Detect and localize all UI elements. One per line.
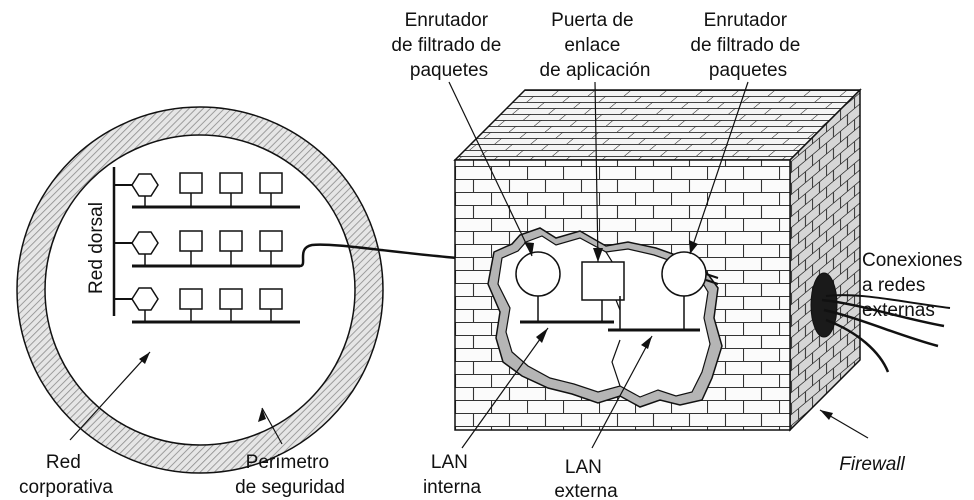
application-gateway-label: Puerta de enlace de aplicación (540, 10, 651, 81)
outer-lan (608, 251, 719, 332)
leader-lines (69, 81, 869, 449)
corporate-uplink-cable (299, 243, 521, 268)
external-cables (821, 294, 951, 373)
host-box-icon (219, 172, 243, 194)
host-box-icon (179, 288, 203, 310)
host-box-icon (219, 288, 243, 310)
router-external-lines (705, 273, 719, 285)
lan-segment-3 (114, 287, 300, 324)
arrowhead-icon (593, 248, 603, 262)
application-gateway-icon (581, 261, 625, 301)
external-connections-label: Conexiones a redes externas (862, 250, 968, 321)
arrowhead-icon (641, 336, 652, 349)
inner-lan (515, 251, 614, 324)
host-box-icon (179, 230, 203, 252)
corporate-network: Red dorsal (16, 106, 384, 474)
arrowhead-icon (689, 240, 698, 254)
security-perimeter-label: Perímetro de seguridad (235, 452, 345, 498)
host-box-icon (259, 172, 283, 194)
router-hexagon-icon (131, 231, 159, 255)
arrowhead-icon (524, 242, 534, 256)
packet-filter-router-right-label: Enrutador de filtrado de paquetes (690, 10, 805, 81)
arrowhead-icon (139, 352, 150, 364)
packet-filter-router-right-icon (661, 251, 707, 297)
arrowhead-icon (258, 408, 266, 422)
arrowhead-icon (536, 328, 548, 343)
lan-segment-1 (114, 172, 300, 209)
backbone-label: Red dorsal (86, 202, 107, 294)
inner-lan-label: LAN interna (423, 452, 482, 498)
lan-segment-2 (114, 230, 300, 268)
firewall-block (453, 88, 862, 432)
arrowhead-icon (820, 410, 833, 420)
router-hexagon-icon (131, 173, 159, 197)
firewall-label: Firewall (839, 454, 905, 475)
host-box-icon (259, 288, 283, 310)
host-box-icon (219, 230, 243, 252)
host-box-icon (259, 230, 283, 252)
packet-filter-router-left-icon (515, 251, 561, 297)
side-cable-hole (810, 272, 838, 338)
packet-filter-router-left-label: Enrutador de filtrado de paquetes (391, 10, 506, 81)
router-hexagon-icon (131, 287, 159, 311)
corporate-network-label: Red corporativa (19, 452, 113, 498)
outer-lan-label: LAN externa (554, 457, 618, 500)
host-box-icon (179, 172, 203, 194)
arrowheads (139, 240, 833, 422)
firewall-top-face (453, 89, 862, 161)
